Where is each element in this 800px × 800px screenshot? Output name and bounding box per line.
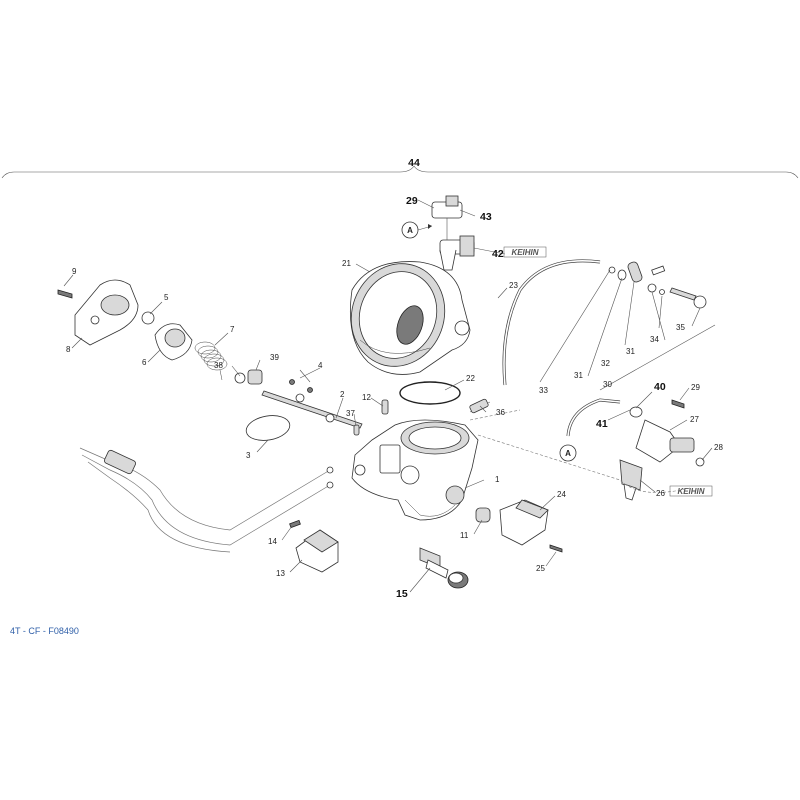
- callout-13: 13: [276, 569, 285, 578]
- pins-12-37: [353, 399, 389, 436]
- callout-38: 38: [214, 361, 223, 370]
- sensor-15: [419, 547, 469, 589]
- keihin-logo-top: KEIHIN: [503, 246, 547, 258]
- callout-7: 7: [230, 325, 235, 334]
- callout-2: 2: [340, 390, 345, 399]
- callout-11: 11: [460, 531, 469, 540]
- callout-29-top: 29: [406, 195, 418, 207]
- callout-26: 26: [656, 489, 665, 498]
- dashed-connector-2: [469, 409, 521, 421]
- callout-44: 44: [408, 157, 420, 169]
- svg-text:KEIHIN: KEIHIN: [511, 248, 538, 257]
- callout-30: 30: [603, 380, 612, 389]
- callout-1: 1: [495, 475, 500, 484]
- dashed-connector: [477, 434, 691, 493]
- svg-text:KEIHIN: KEIHIN: [677, 487, 704, 496]
- callout-39: 39: [270, 353, 279, 362]
- callout-34: 34: [650, 335, 659, 344]
- callout-29-right: 29: [691, 383, 700, 392]
- callout-22: 22: [466, 374, 475, 383]
- callout-25: 25: [536, 564, 545, 573]
- throttle-cables: [79, 447, 334, 553]
- callout-numbers: 1 2 3 4 5 6 7 8 9 11 12 13 14 15 21 22 2…: [66, 195, 723, 600]
- callout-23: 23: [509, 281, 518, 290]
- callout-5: 5: [164, 293, 169, 302]
- leader-lines: [63, 199, 713, 593]
- throttle-body-housing: [349, 261, 471, 375]
- top-injector-assembly: [431, 195, 475, 271]
- callout-12: 12: [362, 393, 371, 402]
- callout-31-left: 31: [574, 371, 583, 380]
- throttle-valve-body: [351, 419, 479, 521]
- vacuum-hose: [502, 259, 601, 386]
- callout-32: 32: [601, 359, 610, 368]
- callout-40: 40: [654, 381, 666, 393]
- svg-text:A: A: [407, 226, 413, 235]
- callout-27: 27: [690, 415, 699, 424]
- callout-14: 14: [268, 537, 277, 546]
- callout-8: 8: [66, 345, 71, 354]
- spring-36: [469, 398, 491, 414]
- callout-6: 6: [142, 358, 147, 367]
- detail-marker-a-right: A: [559, 444, 577, 462]
- idle-adjuster-parts: [608, 261, 707, 309]
- callout-15: 15: [396, 588, 408, 600]
- callout-4: 4: [318, 361, 323, 370]
- callout-36: 36: [496, 408, 505, 417]
- diagram-code: 4T - CF - F08490: [10, 626, 79, 636]
- detail-marker-a-top: A: [401, 221, 433, 239]
- callout-21: 21: [342, 259, 351, 268]
- return-spring: [194, 341, 228, 381]
- throttle-shaft: [245, 379, 363, 441]
- keihin-logo-right: KEIHIN: [669, 485, 713, 497]
- callout-28: 28: [714, 443, 723, 452]
- left-cover-assembly: [57, 279, 263, 385]
- tps-assembly: [475, 499, 563, 553]
- callout-41: 41: [596, 418, 608, 430]
- svg-text:A: A: [565, 449, 571, 458]
- callout-24: 24: [557, 490, 566, 499]
- callout-42: 42: [492, 248, 504, 260]
- callout-9: 9: [72, 267, 77, 276]
- callout-31-right: 31: [626, 347, 635, 356]
- callout-43: 43: [480, 211, 492, 223]
- o-ring: [399, 381, 461, 405]
- callout-3: 3: [246, 451, 251, 460]
- assembly-bracket: [1, 165, 799, 179]
- callout-37: 37: [346, 409, 355, 418]
- callout-35: 35: [676, 323, 685, 332]
- callout-33: 33: [539, 386, 548, 395]
- right-injector-assembly: [566, 398, 705, 501]
- sensor-13: [289, 519, 339, 573]
